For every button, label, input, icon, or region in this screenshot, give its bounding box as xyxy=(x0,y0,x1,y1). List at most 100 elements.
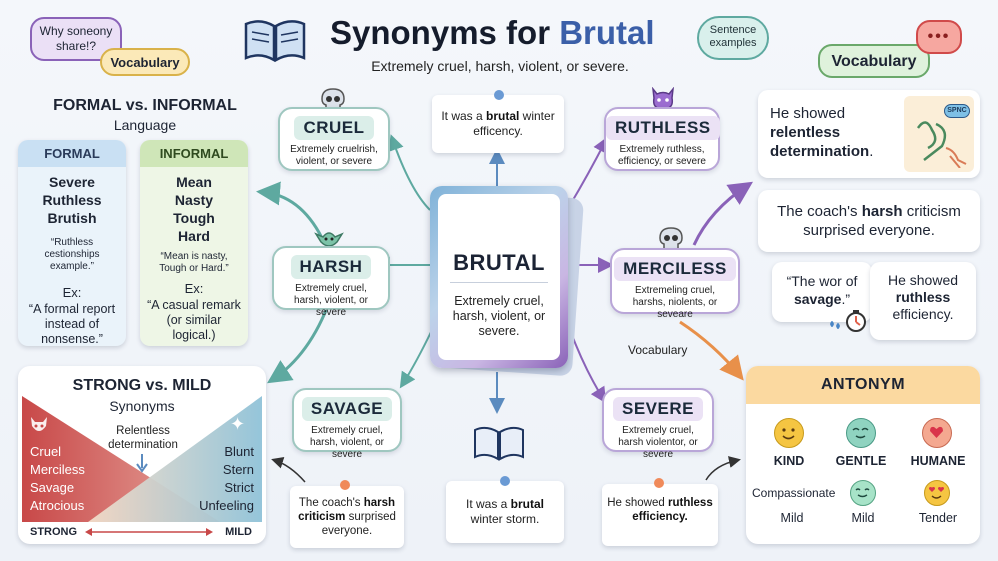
scribble-illustration-icon xyxy=(916,121,967,168)
down-arrow-icon xyxy=(136,454,148,473)
pin-icon xyxy=(654,478,664,488)
formal-informal-heading: FORMAL vs. INFORMAL xyxy=(53,97,237,114)
antonym-word-mild: Mild xyxy=(780,511,804,525)
informal-words: Mean Nasty Tough Hard xyxy=(140,173,248,245)
arrow-to-severe xyxy=(569,329,607,404)
formal-example: “A formal report instead of nonsense.” xyxy=(28,302,116,346)
pin-icon xyxy=(340,480,350,490)
mild-word: Stern xyxy=(222,462,254,477)
synonym-definition: Extremely ruthless, efficiency, or sever… xyxy=(617,144,706,167)
smile-emoji-icon xyxy=(774,418,804,448)
strong-word: Atrocious xyxy=(30,498,85,513)
antonym-word: HUMANE xyxy=(910,454,966,468)
formal-quote: “Ruthless cestionships example.” xyxy=(44,237,100,272)
skull-icon xyxy=(320,88,346,117)
timer-icon xyxy=(826,308,870,339)
calm-emoji-icon xyxy=(846,418,876,448)
page-subtitle: Extremely cruel, harsh, violent, or seve… xyxy=(371,58,629,74)
relentless-card: He showed relentless determination. SPNC xyxy=(758,90,980,178)
example-text: It was a brutal winter efficency. xyxy=(441,109,555,138)
antonym-title: ANTONYM xyxy=(746,366,980,404)
arrow-coach-left xyxy=(271,456,306,483)
formal-word: Brutish xyxy=(47,210,97,226)
heart-hands-emoji-icon xyxy=(922,418,952,448)
strong-mild-subheading: Synonyms xyxy=(109,398,175,414)
synonym-word: SEVERE xyxy=(613,397,703,421)
strong-label: STRONG xyxy=(30,526,78,538)
ruthless-quote-card: He showed ruthless efficiency. xyxy=(870,262,976,340)
mild-label: MILD xyxy=(225,526,252,538)
dots-bubble: ••• xyxy=(916,20,962,54)
sentence-examples-bubble: Sentence examples xyxy=(697,16,769,60)
center-divider xyxy=(450,282,548,283)
synonym-card-ruthless: RUTHLESS Extremely ruthless, efficiency,… xyxy=(604,107,720,171)
strong-words: Cruel Merciless Savage Atrocious xyxy=(30,443,85,515)
coach-card: The coach's harsh criticism surprised ev… xyxy=(758,190,980,252)
synonym-card-harsh: HARSH Extremely cruel, harsh, violent, o… xyxy=(272,246,390,318)
formal-title: FORMAL xyxy=(18,140,126,167)
informal-title: INFORMAL xyxy=(140,140,248,167)
pin-icon xyxy=(494,90,504,100)
formal-words: Severe Ruthless Brutish xyxy=(18,173,126,227)
formal-word: Ruthless xyxy=(42,192,102,208)
synonym-card-merciless: MERCILESS Extremeling cruel, harshs, nio… xyxy=(610,248,740,320)
informal-example: “A casual remark (or similar logical.) xyxy=(147,298,241,342)
mild-words: Blunt Stern Strict Unfeeling xyxy=(199,443,254,515)
strong-mild-triangles xyxy=(22,396,262,522)
example-text: It was a brutal winter storm. xyxy=(465,497,545,526)
strong-word: Merciless xyxy=(30,462,85,477)
devil-face-icon xyxy=(650,86,676,116)
synonym-word: MERCILESS xyxy=(614,257,736,281)
pin-icon xyxy=(500,476,510,486)
savage-quote-text: “The wor of savage.” xyxy=(786,273,858,307)
synonym-definition: Extremely cruelrish, violent, or severe xyxy=(290,144,378,167)
arrow-to-ruthless xyxy=(569,136,608,206)
formal-ex-label: Ex: xyxy=(62,285,82,300)
antonym-word: KIND xyxy=(773,454,805,468)
relentless-text: He showed relentless determination. xyxy=(770,105,874,160)
sparkle-icon: ✦ xyxy=(230,414,246,434)
strong-word: Savage xyxy=(30,480,75,495)
informal-word: Tough xyxy=(173,210,215,226)
devil-icon xyxy=(28,414,50,441)
antonym-word: GENTLE xyxy=(835,454,887,468)
example-text: The coach's harsh criticism surprised ev… xyxy=(298,497,396,537)
spnc-badge: SPNC xyxy=(944,104,970,118)
center-definition: Extremely cruel, harsh, violent, or seve… xyxy=(452,294,546,338)
strong-mild-heading: STRONG vs. MILD xyxy=(72,377,212,394)
example-text: He showed ruthless efficiency. xyxy=(607,497,713,523)
book-icon-small xyxy=(472,424,526,467)
goblin-icon xyxy=(314,226,344,255)
example-card-coach: The coach's harsh criticism surprised ev… xyxy=(290,480,404,548)
coach-text: The coach's harsh criticism surprised ev… xyxy=(777,203,961,239)
strong-mild-middle: Relentless determination xyxy=(108,425,178,451)
mild-word: Blunt xyxy=(224,444,254,459)
mild-word: Unfeeling xyxy=(199,498,254,513)
ruthless-quote-text: He showed ruthless efficiency. xyxy=(887,272,959,322)
informal-word: Hard xyxy=(178,228,210,244)
synonym-definition: Extremely cruel, harsh, violent, or seve… xyxy=(310,425,384,460)
strong-mild-scale-arrow xyxy=(85,528,213,536)
relaxed-emoji-icon xyxy=(850,480,876,506)
arrow-harsh-to-strong xyxy=(266,299,332,384)
formal-card: FORMAL Severe Ruthless Brutish “Ruthless… xyxy=(18,140,126,346)
vocabulary-label: Vocabulary xyxy=(628,343,688,357)
synonym-word: SAVAGE xyxy=(301,397,393,421)
antonym-word-mild: Mild xyxy=(851,511,875,525)
vocabulary-small-bubble: Vocabulary xyxy=(100,48,190,76)
vocabulary-right-bubble: Vocabulary xyxy=(818,44,930,78)
formal-informal-subheading: Language xyxy=(113,117,177,133)
example-card-ruthless: He showed ruthless efficiency. xyxy=(602,478,718,546)
synonym-word: RUTHLESS xyxy=(606,116,720,140)
synonym-word: HARSH xyxy=(290,255,372,279)
formal-word: Severe xyxy=(49,174,95,190)
compassionate-label: Compassionate xyxy=(752,486,836,500)
antonym-word-tender: Tender xyxy=(918,511,958,525)
book-icon xyxy=(242,16,308,69)
page-title: Synonyms for Brutal xyxy=(330,14,655,51)
arrow-to-savage xyxy=(399,329,433,389)
synonym-card-cruel: CRUEL Extremely cruelrish, violent, or s… xyxy=(278,107,390,171)
strong-mild-card: STRONG vs. MILD Synonyms ✦ Relentless de… xyxy=(18,366,266,544)
heart-eyes-emoji-icon xyxy=(924,480,950,506)
informal-ex-label: Ex: xyxy=(184,281,204,296)
